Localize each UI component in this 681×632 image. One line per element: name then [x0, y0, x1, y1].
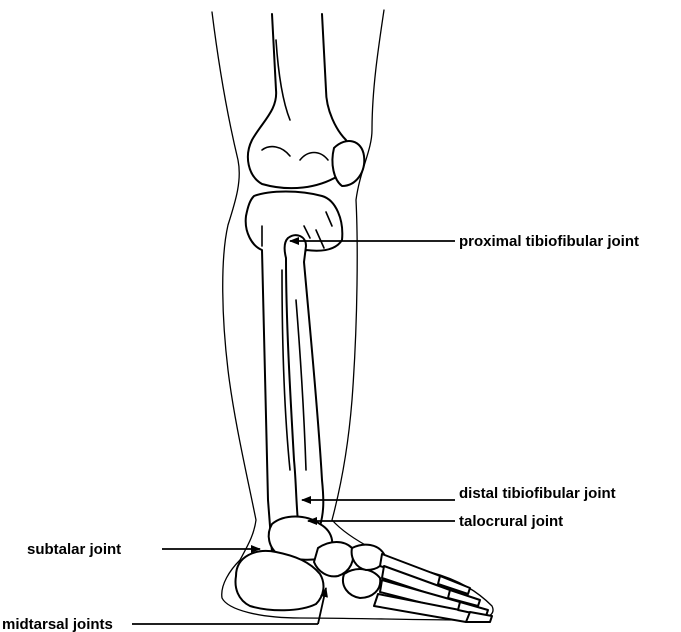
label-distal-tibiofibular-joint: distal tibiofibular joint [459, 485, 616, 502]
patella-bone [332, 141, 364, 186]
label-subtalar-joint: subtalar joint [27, 541, 121, 558]
tarsal-bones [314, 542, 384, 598]
leg-outline [212, 10, 493, 620]
label-proximal-tibiofibular-joint: proximal tibiofibular joint [459, 233, 639, 250]
label-talocrural-joint: talocrural joint [459, 513, 563, 530]
label-midtarsal-joints: midtarsal joints [2, 616, 113, 632]
